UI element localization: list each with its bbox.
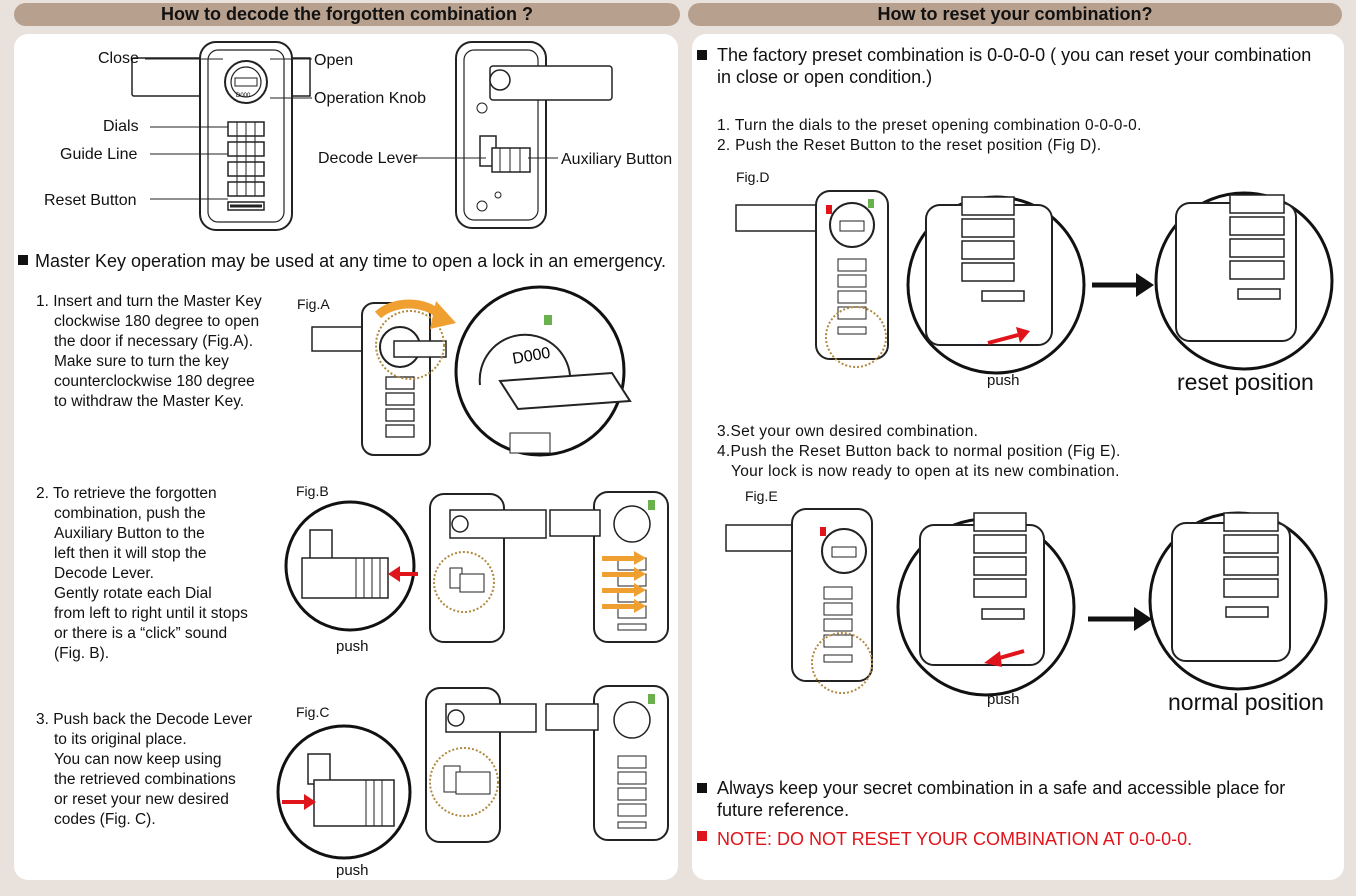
auxiliary-button-label: Auxiliary Button <box>561 151 673 168</box>
fig-d-label: Fig.D <box>736 169 770 185</box>
warning-bullet-icon <box>697 831 707 841</box>
dials-label: Dials <box>103 118 139 135</box>
fig-a-label: Fig.A <box>297 296 330 312</box>
steps-1-2-text: 1. Turn the dials to the preset opening … <box>717 117 1142 154</box>
step-2-text: 2. To retrieve the forgotten combination… <box>36 485 248 662</box>
open-label: Open <box>314 52 354 69</box>
right-section-header: How to reset your combination? <box>688 3 1342 26</box>
guide-line-label: Guide Line <box>60 146 138 163</box>
lock-back-diagram <box>414 41 613 229</box>
master-key-note: Master Key operation may be used at any … <box>35 251 667 271</box>
fig-a-illustration: D000 <box>311 285 632 457</box>
bullet-icon <box>18 255 28 265</box>
fig-d-push-label: push <box>987 372 1020 389</box>
lock-front-diagram: D000 <box>131 41 312 231</box>
reset-position-label: reset position <box>1177 369 1314 395</box>
fig-c-push-label: push <box>336 862 369 879</box>
normal-position-label: normal position <box>1168 689 1324 715</box>
bullet-icon <box>697 50 707 60</box>
fig-e-push-label: push <box>987 691 1020 708</box>
svg-text:D000: D000 <box>511 345 552 368</box>
close-label: Close <box>98 50 139 67</box>
bullet-icon <box>697 783 707 793</box>
warning-note: NOTE: DO NOT RESET YOUR COMBINATION AT 0… <box>717 829 1193 849</box>
fig-c-label: Fig.C <box>296 704 330 720</box>
decode-lever-label: Decode Lever <box>318 150 418 167</box>
fig-b-push-label: push <box>336 638 369 655</box>
fig-b-illustration <box>284 491 669 643</box>
operation-knob-label: Operation Knob <box>314 90 427 107</box>
dial-stack <box>227 121 265 197</box>
fig-d-illustration <box>735 190 1334 375</box>
svg-text:D000: D000 <box>236 93 251 99</box>
step-1-text: 1. Insert and turn the Master Key clockw… <box>36 293 262 410</box>
left-section-header: How to decode the forgotten combination … <box>14 3 680 26</box>
factory-note: The factory preset combination is 0-0-0-… <box>717 45 1312 87</box>
fig-e-label: Fig.E <box>745 488 778 504</box>
steps-3-4-text: 3.Set your own desired combination. 4.Pu… <box>717 423 1121 480</box>
fig-e-illustration <box>725 508 1328 697</box>
reset-button-label: Reset Button <box>44 192 137 209</box>
reset-panel <box>692 34 1344 880</box>
fig-c-illustration <box>276 685 669 860</box>
fig-b-label: Fig.B <box>296 483 329 499</box>
keep-note: Always keep your secret combination in a… <box>717 778 1286 820</box>
step-3-text: 3. Push back the Decode Lever to its ori… <box>36 711 253 828</box>
